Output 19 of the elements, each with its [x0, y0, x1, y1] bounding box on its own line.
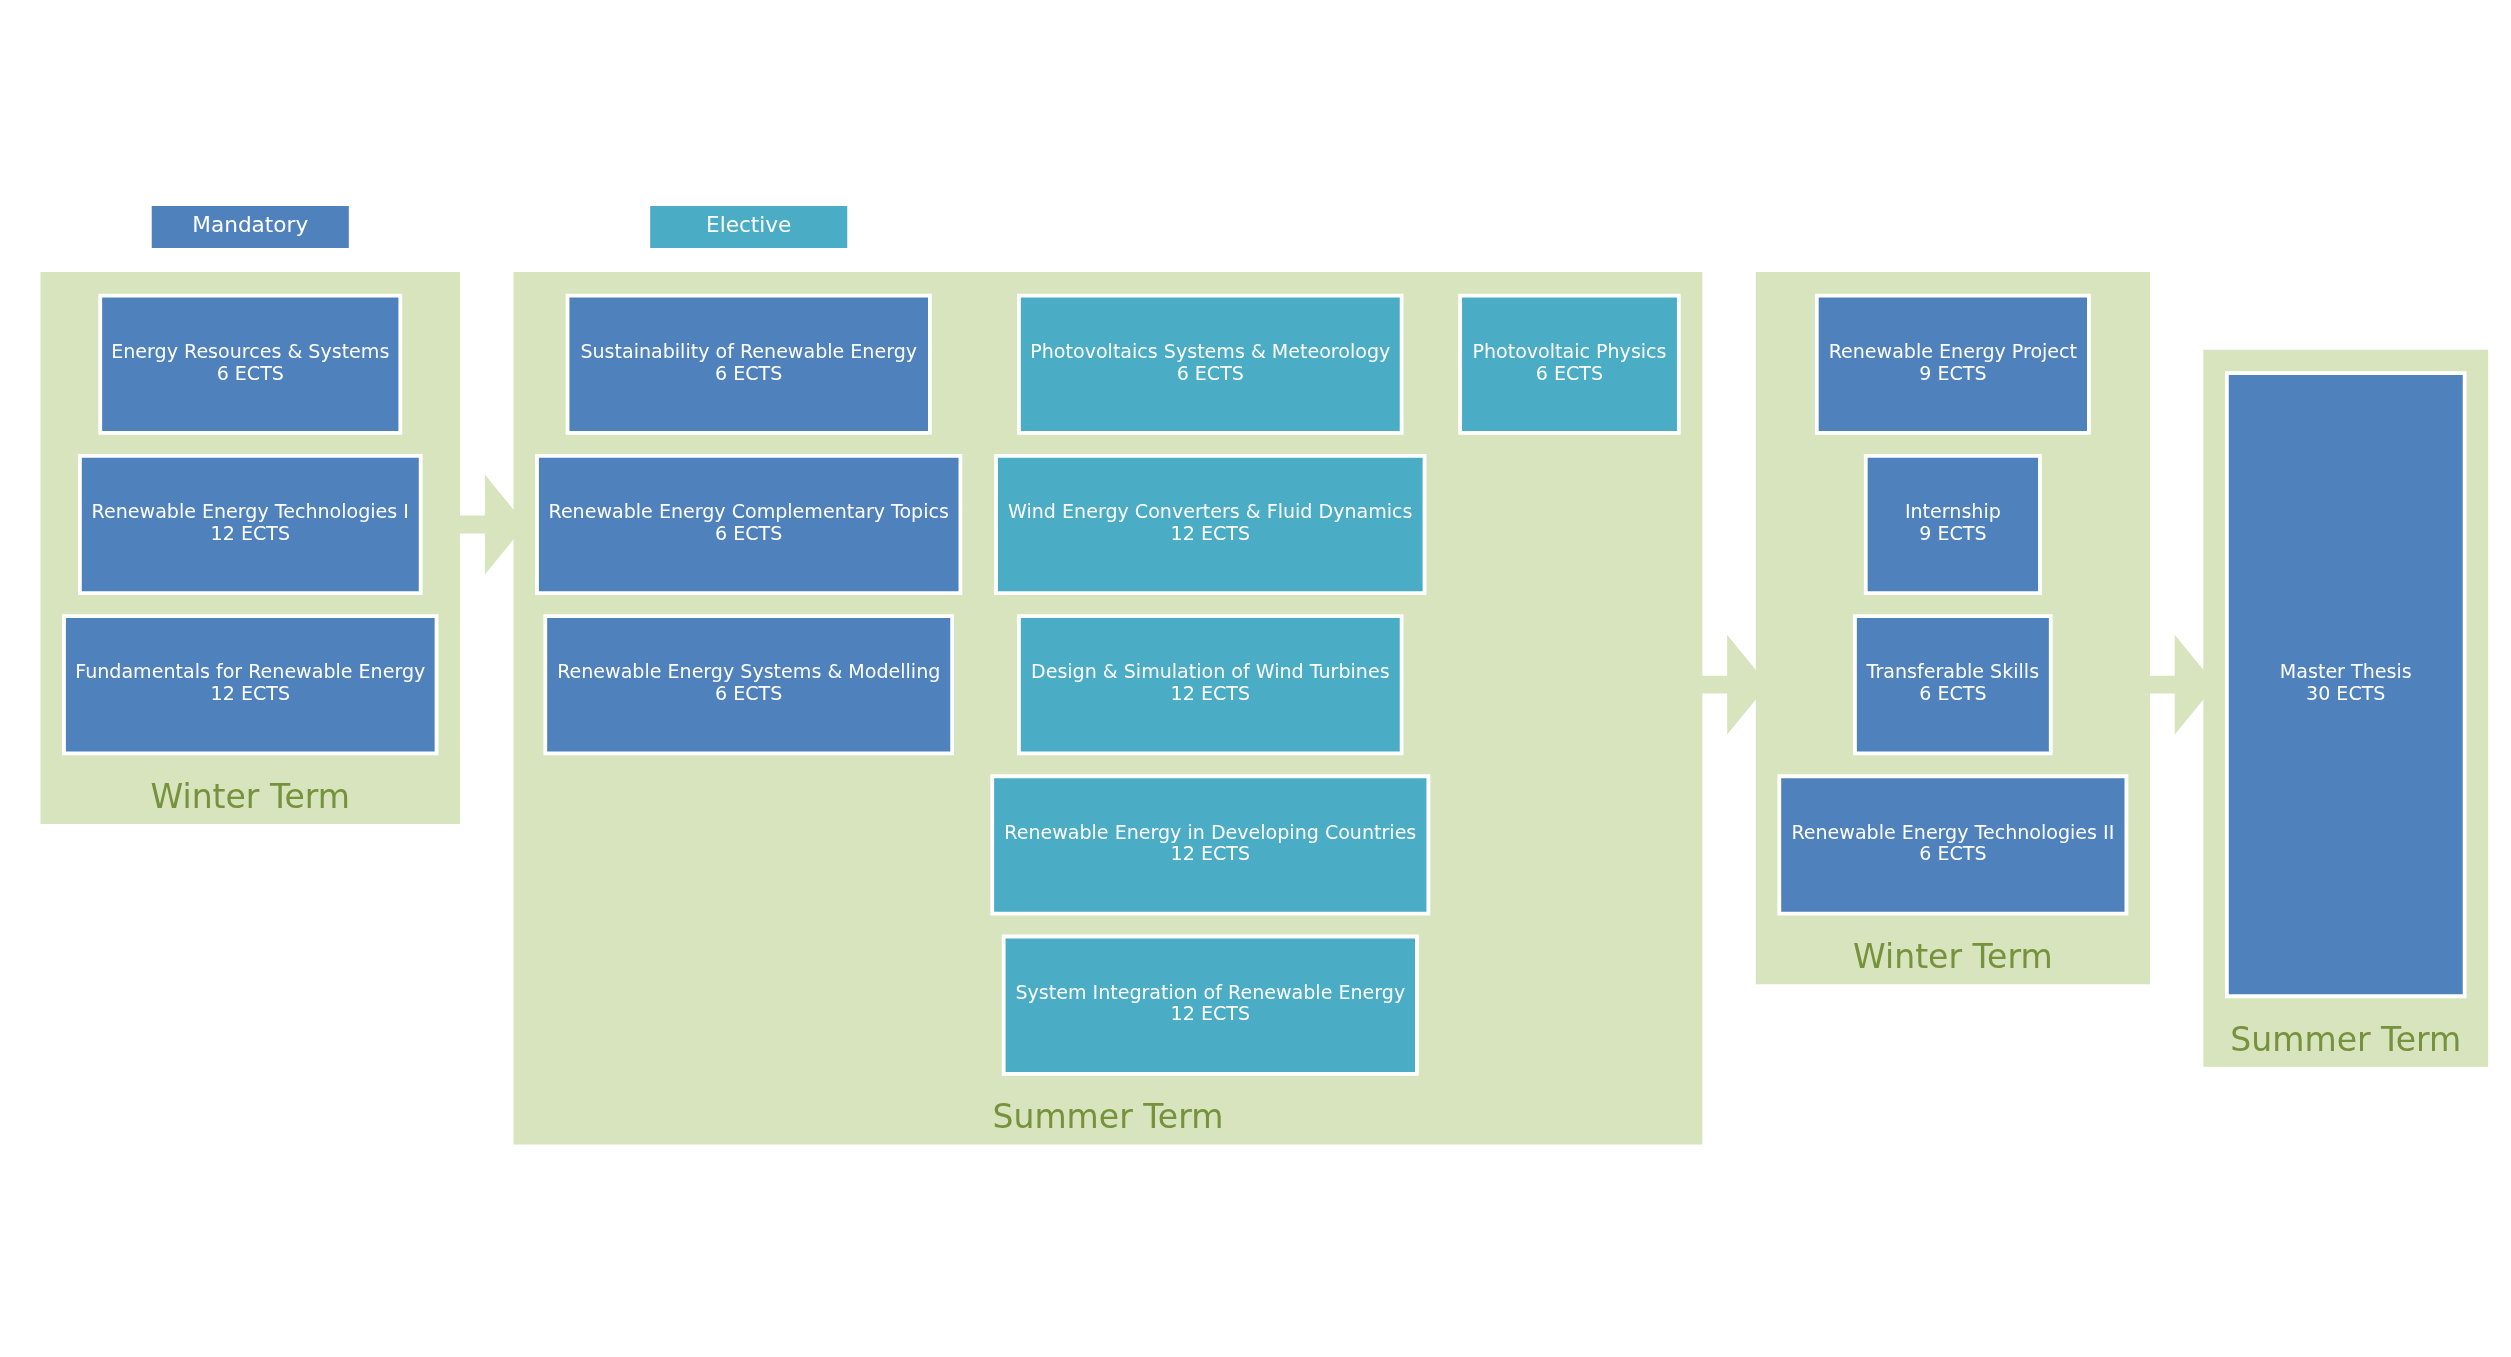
legend-label: Elective [706, 211, 792, 237]
node-box: Renewable Energy in Developing Countries 12 ECTS [990, 773, 1431, 915]
node-box: Energy Resources & Systems 6 ECTS [98, 293, 403, 435]
node-box: Renewable Energy Systems & Modelling 6 ECTS [543, 613, 955, 755]
node-box: Renewable Energy Project 9 ECTS [1814, 293, 2091, 435]
legend-label: Mandatory [192, 211, 309, 237]
node-box: Wind Energy Converters & Fluid Dynamics 12 ECTS [994, 453, 1427, 595]
node-box: Sustainability of Renewable Energy 6 ECTS [565, 293, 932, 435]
node-box: System Integration of Renewable Energy 12 ECTS [1001, 934, 1419, 1076]
node-box: Photovoltaics Systems & Meteorology 6 ECTS [1017, 293, 1404, 435]
node-box: Internship 9 ECTS [1863, 453, 2042, 595]
node-box: Design & Simulation of Wind Turbines 12 ECTS [1017, 613, 1404, 755]
node-box: Renewable Energy Technologies II 6 ECTS [1777, 773, 2129, 915]
node-box: Master Thesis 30 ECTS [2224, 370, 2467, 998]
node-box: Fundamentals for Renewable Energy 12 ECTS [62, 613, 439, 755]
node-box: Transferable Skills 6 ECTS [1853, 613, 2053, 755]
node-box: Renewable Energy Technologies I 12 ECTS [78, 453, 423, 595]
node-box: Renewable Energy Complementary Topics 6 ECTS [535, 453, 963, 595]
node-box: Photovoltaic Physics 6 ECTS [1458, 293, 1681, 435]
